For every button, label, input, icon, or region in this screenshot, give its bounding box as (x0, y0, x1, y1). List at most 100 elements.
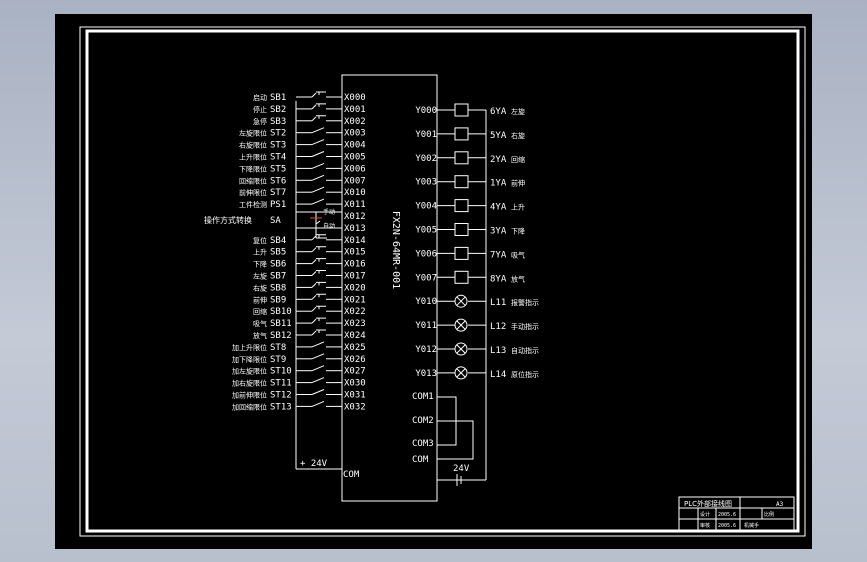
input-code: SB7 (270, 272, 286, 282)
indicator-lamp (454, 342, 468, 356)
input-code: ST12 (270, 391, 292, 401)
output-address: Y000 (415, 106, 437, 116)
output-address: Y004 (415, 202, 437, 212)
title-block-row3a: 审核 (700, 522, 710, 529)
drawing-sheet (55, 14, 812, 549)
output-common-label: COM (412, 455, 429, 465)
title-block: PLC外部接线图 A3 设计 2005.6 比例 审核 2005.6 机械手 (678, 496, 795, 531)
input-address: X001 (344, 105, 366, 115)
mode-switch-code: SA (270, 216, 281, 226)
output-address: Y013 (415, 369, 437, 379)
output-address: Y003 (415, 178, 437, 188)
input-code: ST11 (270, 379, 292, 389)
input-address: X021 (344, 295, 366, 305)
input-description: 加前伸限位 (232, 391, 267, 400)
output-code: 4YA (490, 203, 507, 213)
input-code: ST6 (270, 176, 286, 186)
input-code: ST3 (270, 141, 286, 151)
input-address: X006 (344, 164, 366, 174)
input-description: 复位 (253, 236, 267, 245)
input-description: 回缩 (253, 307, 267, 316)
input-code: SB1 (270, 93, 286, 103)
output-description: 前伸 (511, 179, 525, 188)
input-code: ST8 (270, 343, 286, 353)
input-description: 右旋限位 (239, 141, 267, 150)
input-description: 工件检测 (239, 200, 267, 209)
output-description: 吸气 (511, 250, 525, 259)
input-address: X032 (344, 402, 366, 412)
output-description: 放气 (511, 274, 525, 283)
output-address: Y006 (415, 249, 437, 259)
limit-switch-contact (311, 162, 325, 169)
plc-com-label: COM (343, 470, 360, 480)
limit-switch-contact (311, 389, 325, 395)
output-code: 1YA (490, 179, 507, 189)
pushbutton-contact (311, 258, 326, 264)
output-address: Y001 (415, 130, 437, 140)
input-description: 下降限位 (239, 164, 267, 173)
input-code: ST13 (270, 402, 292, 412)
input-row: X012 (344, 212, 366, 222)
output-description: 自动指示 (511, 346, 539, 355)
output-common-label: COM1 (412, 392, 434, 402)
input-code: ST9 (270, 355, 286, 365)
pushbutton-contact (311, 234, 326, 241)
input-description: 上升 (253, 248, 267, 257)
input-code: SB4 (270, 236, 286, 246)
limit-switch-contact (311, 341, 325, 348)
input-description: 放气 (253, 331, 267, 340)
input-address: X010 (344, 188, 366, 198)
output-supply-label: 24V (453, 464, 470, 474)
input-address: X022 (344, 307, 366, 317)
input-address: X005 (344, 153, 366, 163)
input-description: 右旋 (253, 283, 267, 292)
input-address: X016 (344, 260, 366, 270)
limit-switch-contact (311, 365, 325, 372)
common-jumper-wires (437, 396, 474, 460)
input-address: X020 (344, 283, 366, 293)
input-description: 急停 (253, 117, 267, 126)
output-description: 原位指示 (511, 370, 539, 379)
output-code: L13 (490, 346, 506, 356)
input-address: X007 (344, 176, 366, 186)
limit-switch-contact (311, 353, 325, 360)
input-code: SB12 (270, 331, 292, 341)
output-row: Y003 1YA 前伸 (415, 175, 525, 189)
title-block-ratio: 比例 (764, 511, 774, 518)
input-description: 加回缩限位 (232, 402, 267, 411)
input-code: SB10 (270, 307, 292, 317)
pushbutton-contact (311, 115, 326, 122)
input-address: X030 (344, 379, 366, 389)
input-description: 停止 (253, 105, 267, 114)
output-description: 上升 (511, 203, 525, 212)
pushbutton-contact (311, 246, 326, 253)
output-address: Y002 (415, 154, 437, 164)
input-address: X000 (344, 93, 366, 103)
indicator-lamp-cross (456, 296, 466, 306)
input-description: 吸气 (253, 319, 267, 328)
title-block-row2b: 2005.6 (718, 512, 736, 518)
plc-model-label: FX2N-64MR-001 (390, 211, 401, 289)
input-description: 启动 (253, 93, 267, 102)
input-description: 前伸 (253, 295, 267, 304)
input-code: SB2 (270, 105, 286, 115)
output-code: L12 (490, 322, 506, 332)
output-address: Y007 (415, 273, 437, 283)
mode-switch-manual: 手动 (323, 208, 335, 216)
limit-switch-contact (311, 127, 325, 134)
